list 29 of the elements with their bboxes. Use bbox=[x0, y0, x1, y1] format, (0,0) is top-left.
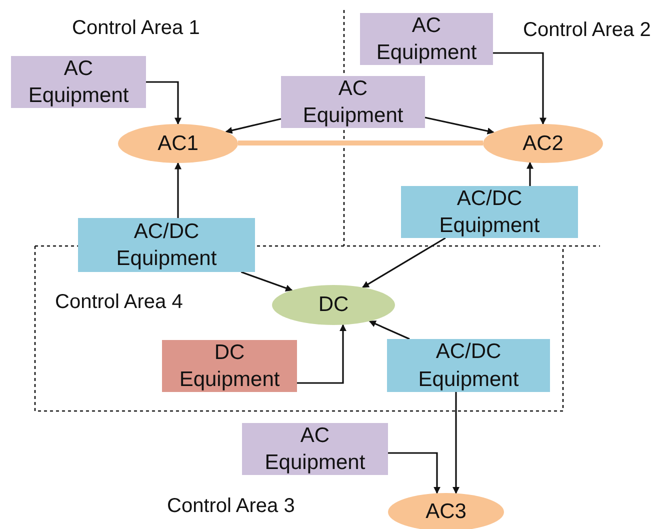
arrow bbox=[297, 324, 346, 384]
ellipse-node: AC3 bbox=[388, 493, 504, 529]
arrow bbox=[225, 118, 282, 134]
arrow bbox=[452, 392, 460, 494]
equipment-box: AC/DC Equipment bbox=[78, 218, 255, 272]
area-label: Control Area 4 bbox=[55, 291, 183, 314]
ellipse-node: DC bbox=[272, 285, 395, 325]
arrow bbox=[240, 271, 293, 292]
equipment-box: AC Equipment bbox=[360, 13, 493, 65]
arrow bbox=[388, 452, 440, 494]
arrow bbox=[368, 320, 410, 340]
equipment-box: AC Equipment bbox=[281, 76, 425, 128]
arrow bbox=[493, 52, 546, 125]
ellipse-node: AC2 bbox=[483, 124, 603, 163]
equipment-box: DC Equipment bbox=[162, 340, 297, 392]
arrow bbox=[146, 81, 182, 125]
area-label: Control Area 2 bbox=[523, 19, 651, 42]
equipment-box: AC/DC Equipment bbox=[387, 339, 550, 392]
arrow bbox=[526, 162, 534, 186]
area-label: Control Area 3 bbox=[167, 495, 295, 518]
arrow bbox=[362, 237, 446, 288]
connector-line bbox=[238, 140, 483, 146]
equipment-box: AC/DC Equipment bbox=[401, 186, 578, 238]
arrow bbox=[424, 116, 494, 134]
equipment-box: AC Equipment bbox=[242, 423, 388, 475]
area-label: Control Area 1 bbox=[72, 17, 200, 40]
arrow bbox=[174, 162, 182, 218]
equipment-box: AC Equipment bbox=[11, 56, 146, 108]
ellipse-node: AC1 bbox=[118, 124, 238, 163]
